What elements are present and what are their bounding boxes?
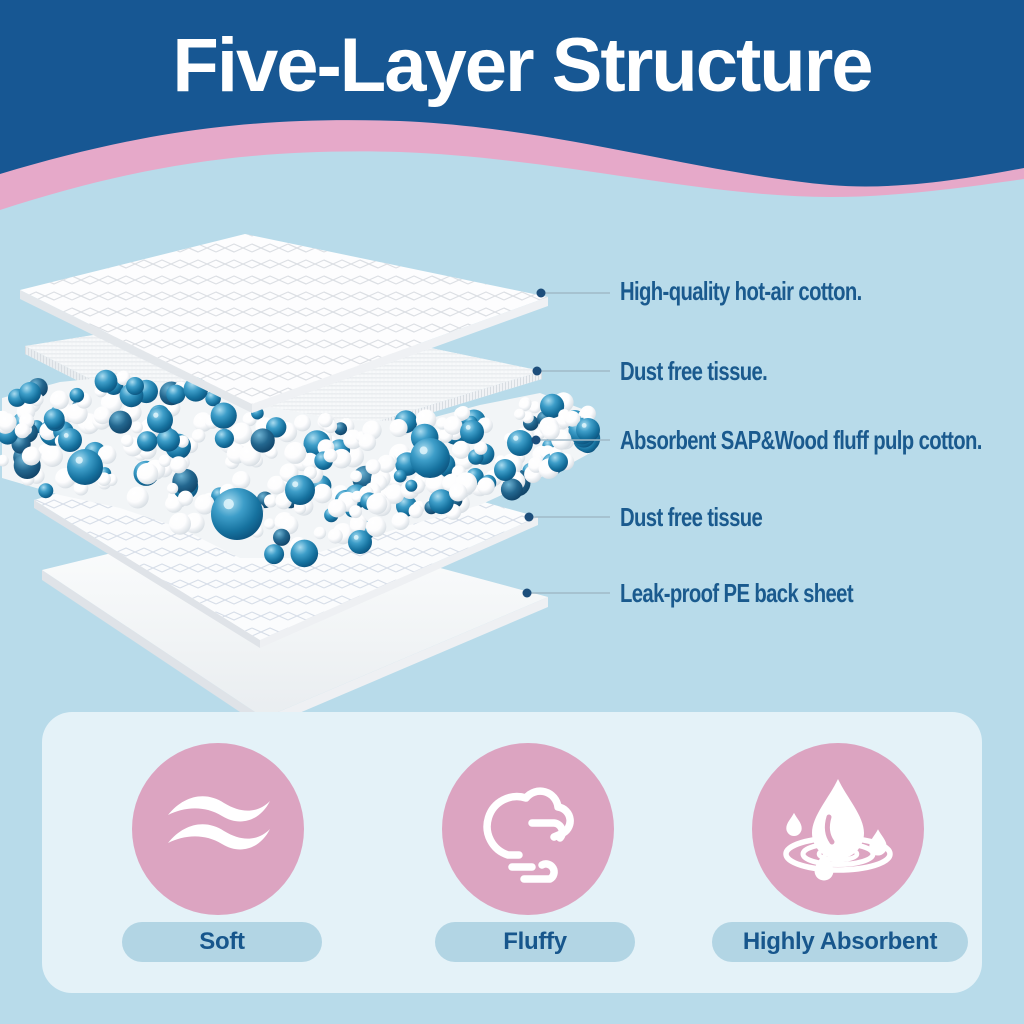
layer-sap-fluff-beads (0, 369, 601, 568)
feature-label-highly-absorbent: Highly Absorbent (742, 928, 938, 955)
feature-circle-soft (132, 743, 304, 915)
absorbent-drop-ripples-icon (783, 779, 893, 881)
fluffy-cloud-wind-icon (483, 787, 574, 883)
feature-circle-absorbent (752, 743, 924, 915)
layer-hot-air-cotton (20, 234, 548, 413)
soft-waves-icon (168, 796, 270, 850)
bead-cluster (0, 369, 601, 568)
feature-pill-fluffy: Fluffy (435, 922, 635, 962)
label-hot-air-cotton: High-quality hot-air cotton. (620, 276, 862, 306)
label-pe-back-sheet: Leak-proof PE back sheet (620, 578, 854, 608)
label-sap-fluff-pulp: Absorbent SAP&Wood fluff pulp cotton. (620, 425, 982, 455)
feature-circle-fluffy (442, 743, 614, 915)
leader-lines (531, 292, 610, 594)
wave-blue-header (0, 0, 1024, 187)
label-dust-free-tissue-2: Dust free tissue (620, 502, 763, 532)
feature-pill-soft: Soft (122, 922, 322, 962)
feature-label-soft: Soft (199, 928, 245, 955)
five-layer-exploded-diagram (0, 234, 610, 728)
feature-pill-highly-absorbent: Highly Absorbent (712, 922, 968, 962)
page-title: Five-Layer Structure (172, 23, 873, 108)
feature-panel: Soft Fluffy Highly Absorbent (42, 712, 982, 993)
header-wave-banner (0, 0, 1024, 210)
label-dust-free-tissue-1: Dust free tissue. (620, 356, 768, 386)
leader-dots (522, 288, 546, 598)
feature-label-fluffy: Fluffy (503, 928, 567, 955)
